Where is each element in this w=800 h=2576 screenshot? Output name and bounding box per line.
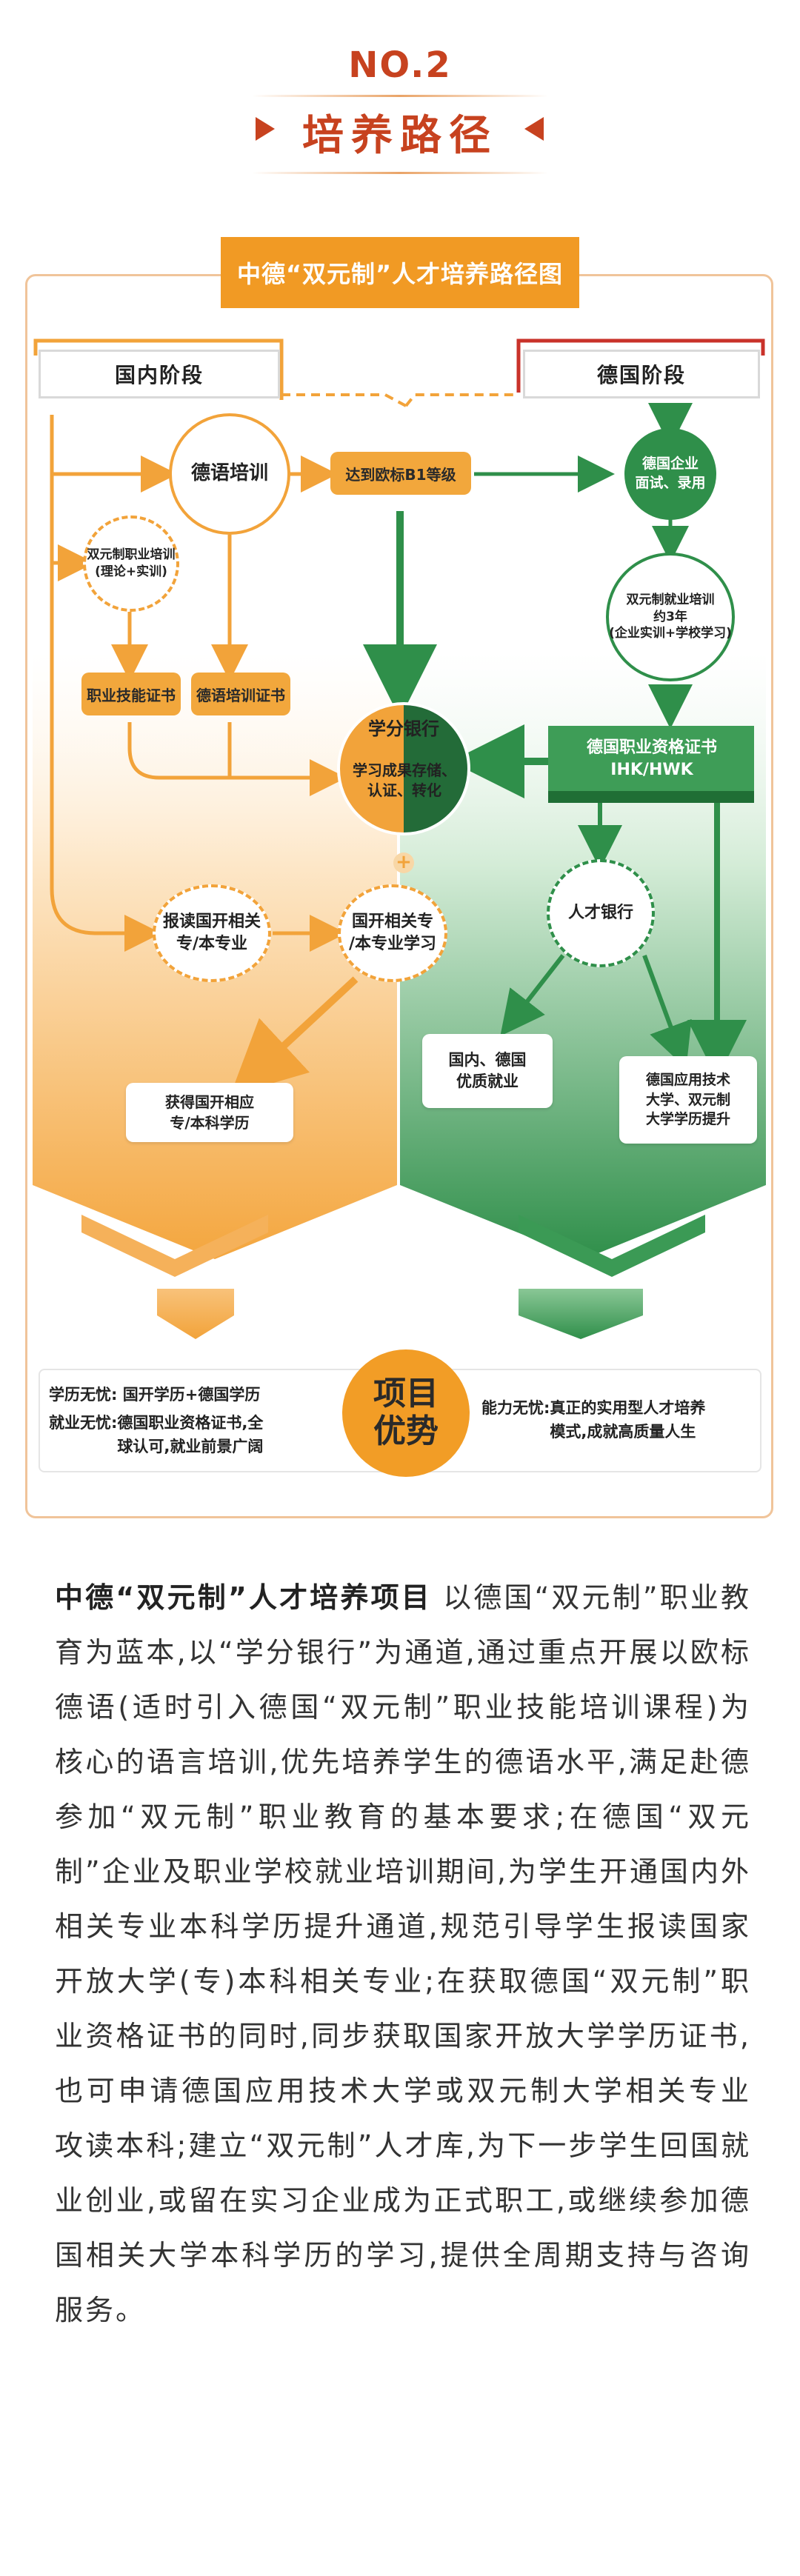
chevron-orange-small xyxy=(157,1289,234,1339)
node-text: 报读国开相关 xyxy=(162,912,261,932)
triangle-left-icon xyxy=(524,117,544,141)
section-number: NO.2 xyxy=(348,44,452,86)
advantage-label: 学历无忧: xyxy=(49,1386,118,1404)
node-text: 面试、录用 xyxy=(635,475,706,491)
header-divider xyxy=(252,172,548,174)
node-quality-employment: 国内、德国 优质就业 xyxy=(422,1034,553,1108)
node-text: 德国职业资格证书 xyxy=(586,738,717,758)
node-german-certificate: 德语培训证书 xyxy=(191,673,290,715)
node-text: 双元制就业培训 xyxy=(626,592,715,607)
node-text: 大学学历提升 xyxy=(645,1111,730,1128)
node-text: IHK/HWK xyxy=(610,761,693,779)
advantage-ability: 能力无忧: 真正的实用型人才培养 模式,成就高质量人生 xyxy=(481,1397,705,1444)
credit-bank-title: 学分银行 xyxy=(368,718,439,739)
node-text: 专/本专业 xyxy=(176,935,248,953)
advantage-text-line: 模式,成就高质量人生 xyxy=(550,1422,696,1441)
advantage-text: 德国职业资格证书,全 球认可,就业前景广阔 xyxy=(117,1412,263,1458)
node-talent-bank: 人才银行 xyxy=(547,859,655,967)
advantage-text: 国开学历+德国学历 xyxy=(122,1386,261,1404)
node-text: 获得国开相应 xyxy=(165,1093,254,1111)
node-text: 认证、转化 xyxy=(367,781,441,799)
node-text: 大学、双元制 xyxy=(645,1091,730,1108)
advantage-text-line: 球认可,就业前景广阔 xyxy=(117,1437,264,1455)
node-german-company: 德国企业 面试、录用 xyxy=(624,443,716,505)
advantage-label: 能力无忧: xyxy=(481,1399,550,1417)
node-skill-certificate: 职业技能证书 xyxy=(81,673,181,715)
node-b1-level: 达到欧标B1等级 xyxy=(330,452,471,495)
triangle-right-icon xyxy=(256,117,275,141)
advantage-text: 真正的实用型人才培养 模式,成就高质量人生 xyxy=(550,1397,705,1444)
advantages-circle-text: 优势 xyxy=(373,1412,439,1450)
advantages-circle: 项目 优势 xyxy=(342,1349,470,1477)
node-university: 德国应用技术 大学、双元制 大学学历提升 xyxy=(619,1056,757,1144)
node-enroll-ou: 报读国开相关 专/本专业 xyxy=(153,884,271,982)
node-ihk-certificate: 德国职业资格证书 IHK/HWK xyxy=(551,727,753,791)
body-text: 以德国“双元制”职业教育为蓝本,以“学分银行”为通道,通过重点开展以欧标德语(适… xyxy=(55,1581,751,2326)
node-text: 国内、德国 xyxy=(448,1050,527,1069)
node-text: 国开相关专 xyxy=(351,912,433,932)
node-text: 约3年 xyxy=(653,609,687,624)
chevron-green xyxy=(519,1215,705,1277)
advantage-text-line: 德国职业资格证书,全 xyxy=(117,1414,264,1432)
node-german-training: 德语培训 xyxy=(169,413,290,535)
node-text: (理论+实训) xyxy=(95,564,167,579)
header-divider xyxy=(252,95,548,97)
credit-bank-desc: 学习成果存储、 认证、转化 xyxy=(341,745,468,816)
advantage-degree: 学历无忧: 国开学历+德国学历 xyxy=(49,1384,260,1407)
advantage-label: 就业无忧: xyxy=(49,1414,118,1432)
section-title: 培养路径 xyxy=(302,112,498,160)
node-text: (企业实训+学校学习) xyxy=(609,626,732,641)
node-text: 双元制职业培训 xyxy=(87,547,176,563)
node-text: 德国企业 xyxy=(641,456,699,473)
node-text: 德国应用技术 xyxy=(645,1072,730,1089)
chevron-orange xyxy=(81,1215,268,1277)
body-paragraph: 中德“双元制”人才培养项目 以德国“双元制”职业教育为蓝本,以“学分银行”为通道… xyxy=(55,1570,751,2338)
node-text: 优质就业 xyxy=(456,1072,519,1090)
advantages-circle-text: 项目 xyxy=(373,1375,439,1413)
diagram-title: 中德“双元制”人才培养路径图 xyxy=(221,237,579,308)
body-lead: 中德“双元制”人才培养项目 xyxy=(55,1581,432,1614)
node-employment-training: 双元制就业培训 约3年 (企业实训+学校学习) xyxy=(606,553,735,681)
advantage-employment: 就业无忧: 德国职业资格证书,全 球认可,就业前景广阔 xyxy=(49,1412,263,1458)
phase-label-germany: 德国阶段 xyxy=(523,350,760,398)
chevron-green-small xyxy=(519,1289,643,1339)
advantage-text-line: 真正的实用型人才培养 xyxy=(550,1399,706,1417)
node-obtain-degree: 获得国开相应 专/本科学历 xyxy=(126,1083,293,1142)
node-dual-vocational-training: 双元制职业培训 (理论+实训) xyxy=(83,515,179,612)
plus-icon: + xyxy=(396,851,412,874)
node-text: 学习成果存储、 xyxy=(353,761,456,779)
phase-label-domestic: 国内阶段 xyxy=(39,350,280,398)
node-text: /本专业学习 xyxy=(348,935,437,953)
node-text: 专/本科学历 xyxy=(170,1114,250,1132)
node-ou-study: 国开相关专 /本专业学习 xyxy=(338,884,447,982)
